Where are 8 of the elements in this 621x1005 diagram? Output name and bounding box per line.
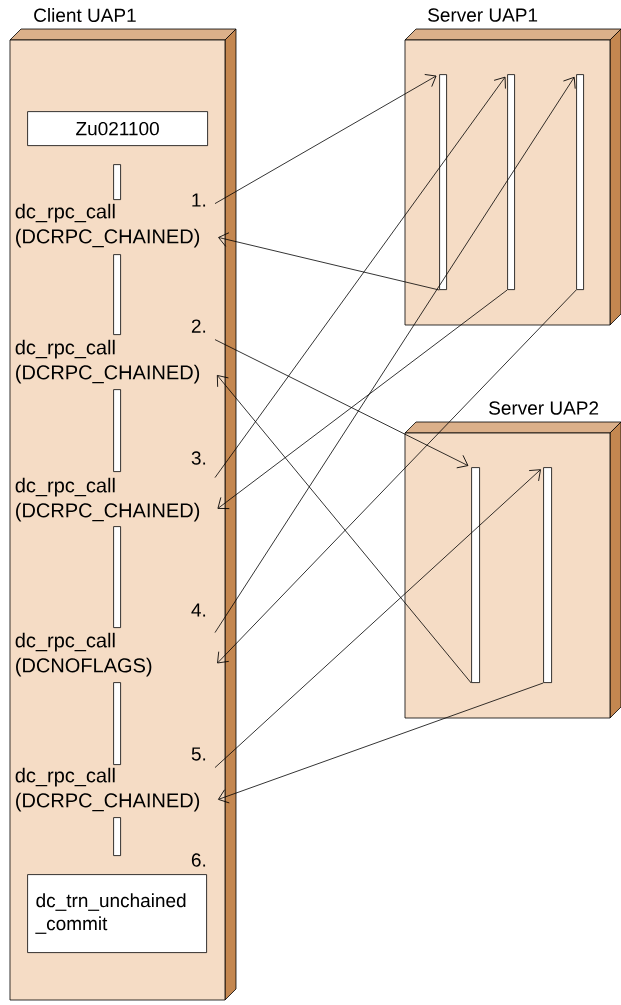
arrow: [217, 289, 508, 509]
panel-heading: Client UAP1: [34, 8, 136, 22]
arrow: [216, 375, 472, 684]
panel-heading: Server UAP1: [428, 8, 538, 22]
arrow: [218, 682, 544, 804]
panel-heading: Server UAP2: [489, 401, 599, 415]
arrow: [214, 76, 506, 478]
arrow: [218, 232, 440, 291]
